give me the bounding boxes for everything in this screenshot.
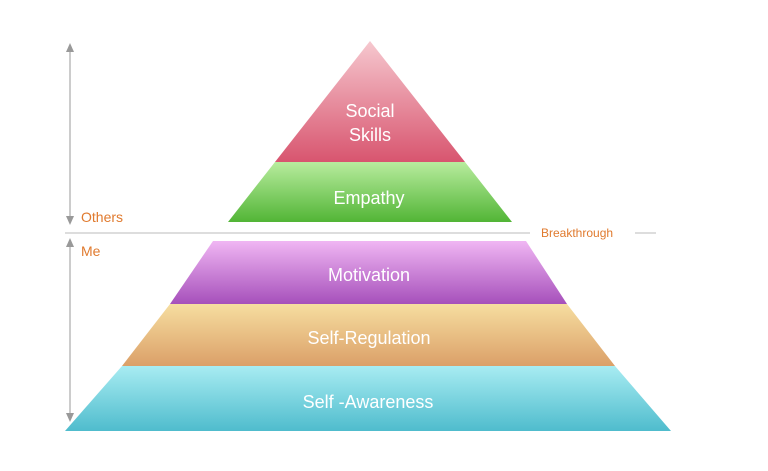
others-label: Others xyxy=(81,209,123,225)
tier-self-regulation xyxy=(122,304,615,366)
me-arrow xyxy=(66,238,74,422)
tier-label-motivation: Motivation xyxy=(328,265,410,285)
tier-empathy xyxy=(228,162,512,222)
tier-label-social-skills-line2: Skills xyxy=(349,125,391,145)
tier-social-skills xyxy=(275,41,465,162)
tier-label-empathy: Empathy xyxy=(333,188,404,208)
tier-self-awareness xyxy=(65,366,671,431)
others-arrow xyxy=(66,43,74,225)
tier-label-self-regulation: Self-Regulation xyxy=(307,328,430,348)
tier-label-social-skills: Social xyxy=(345,101,394,121)
tier-label-self-awareness: Self -Awareness xyxy=(303,392,434,412)
breakthrough-label: Breakthrough xyxy=(541,226,613,240)
me-label: Me xyxy=(81,243,101,259)
tier-motivation xyxy=(170,241,567,304)
